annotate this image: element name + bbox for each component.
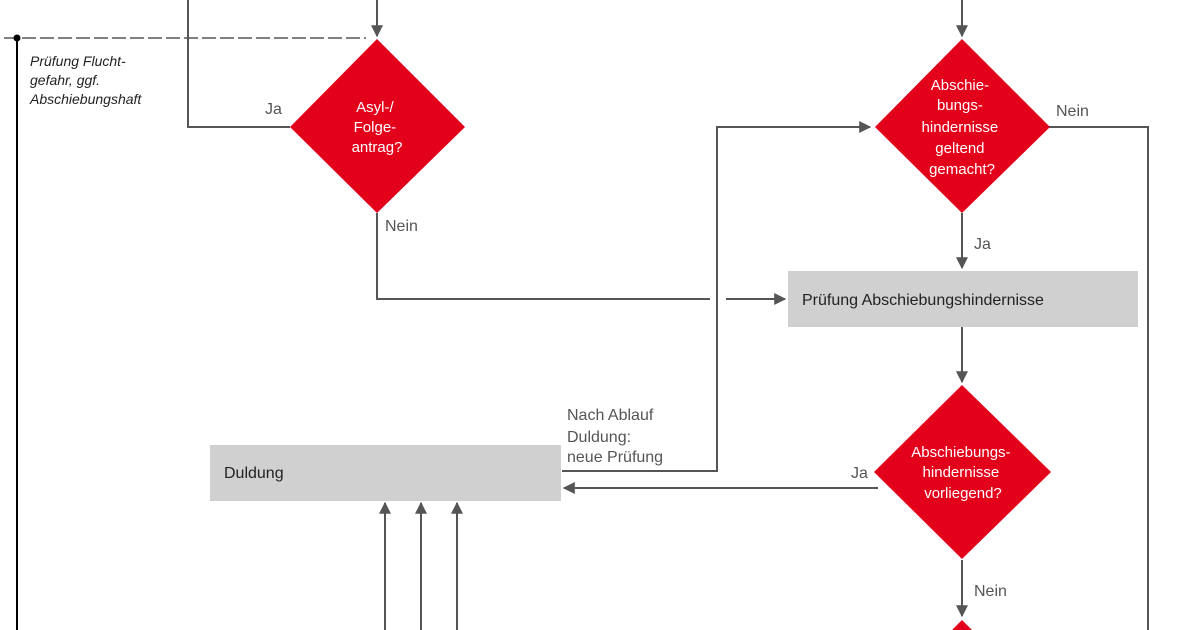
edge-label-nein: Nein (974, 583, 1007, 600)
phase-marker: Prüfung Flucht- gefahr, ggf. Abschiebung… (4, 34, 366, 630)
edge-label-ja: Ja (851, 465, 868, 482)
phase-label: Prüfung Flucht- gefahr, ggf. Abschiebung… (29, 53, 142, 107)
edge-label-line: Nach Ablauf (567, 407, 654, 424)
decision-asyl: Asyl-/ Folge- antrag? (290, 39, 465, 213)
phase-label-line: gefahr, ggf. (30, 72, 100, 88)
edge-label-nein: Nein (1056, 103, 1089, 120)
decision-label-line: Abschie- (931, 77, 989, 94)
decision-label-line: antrag? (352, 139, 403, 156)
edge-label-neue-pruefung: Nach Ablauf Duldung: neue Prüfung (567, 407, 663, 466)
process-box-duldung: Duldung (210, 445, 561, 501)
process-label: Prüfung Abschiebungshindernisse (802, 292, 1044, 309)
connector-neue-pruefung (562, 121, 872, 472)
decision-label-line: hindernisse (923, 464, 1000, 481)
process-box-bg (788, 271, 1138, 327)
process-label: Duldung (224, 465, 284, 482)
phase-dot (13, 34, 21, 42)
decision-geltend: Abschie- bungs- hindernisse geltend gema… (875, 39, 1050, 213)
decision-label-line: Abschiebungs- (911, 444, 1010, 461)
edge-label-ja: Ja (265, 101, 282, 118)
edge-label-nein: Nein (385, 218, 418, 235)
decision-label-line: hindernisse (922, 119, 999, 136)
decision-vorliegend: Abschiebungs- hindernisse vorliegend? (874, 385, 1051, 559)
edge-labels: Ja Nein Nein Ja Ja Nein Nach Ablauf Duld… (265, 101, 1089, 600)
decision-label-line: gemacht? (929, 161, 995, 178)
decision-label-line: vorliegend? (924, 485, 1002, 502)
edge-label-line: Duldung: (567, 429, 631, 446)
phase-label-line: Prüfung Flucht- (30, 53, 126, 69)
decision-label: Asyl-/ Folge- antrag? (352, 99, 403, 156)
process-box-bg (210, 445, 561, 501)
edge-label-ja: Ja (974, 236, 991, 253)
decision-label: Abschiebungs- hindernisse vorliegend? (911, 444, 1014, 502)
process-box-pruefung: Prüfung Abschiebungshindernisse (788, 271, 1138, 327)
decision-shape (290, 39, 465, 213)
connectors (187, 0, 1149, 630)
phase-label-line: Abschiebungshaft (29, 91, 142, 107)
decision-label-line: Asyl-/ (356, 99, 394, 116)
connector-asyl-ja (187, 0, 290, 128)
connector-geltend-nein (1048, 126, 1149, 630)
decision-shape (952, 620, 972, 630)
decision-label: Abschie- bungs- hindernisse geltend gema… (922, 77, 1003, 178)
decision-shape (875, 39, 1050, 213)
connector-asyl-nein (376, 213, 710, 300)
decision-label-line: bungs- (937, 97, 983, 114)
edge-label-line: neue Prüfung (567, 449, 663, 466)
decision-label-line: Folge- (354, 119, 397, 136)
decision-partial-bottom (952, 620, 972, 630)
decision-label-line: geltend (935, 140, 984, 157)
decision-shape (874, 385, 1051, 559)
